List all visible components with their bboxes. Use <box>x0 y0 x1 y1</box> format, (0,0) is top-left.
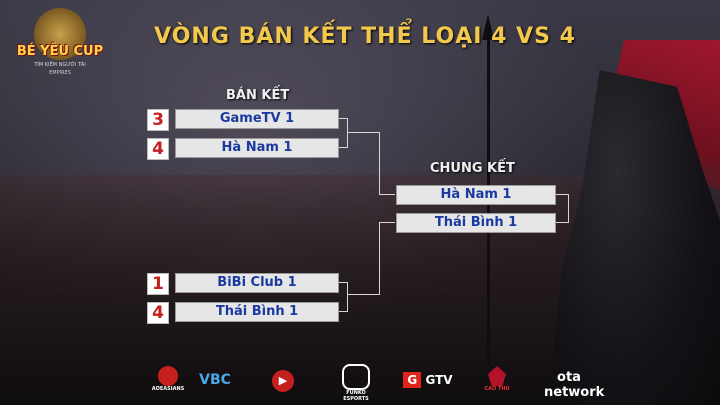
team-gametv-1[interactable]: GameTV 1 <box>175 109 339 129</box>
final-label: CHUNG KẾT <box>430 161 515 176</box>
bracket-line <box>556 222 568 223</box>
bracket-line <box>339 118 347 119</box>
final-team-thai-binh-1[interactable]: Thái Bình 1 <box>396 213 556 233</box>
logo-name: BÉ YÊU CUP <box>16 44 104 59</box>
sponsor-vbc-logo: VBC <box>199 372 231 388</box>
bracket-line <box>568 194 569 223</box>
cao-thu-icon <box>488 366 506 386</box>
final-team-ha-nam-1[interactable]: Hà Nam 1 <box>396 185 556 205</box>
sponsor-gtv-logo: G GTV <box>398 372 458 388</box>
bracket-line <box>347 282 348 312</box>
page-title: VÒNG BÁN KẾT THỂ LOẠI 4 VS 4 <box>154 24 576 49</box>
sponsor-cao-thu-logo: CAO THỦ <box>482 366 512 392</box>
semifinal-label: BÁN KẾT <box>226 88 290 103</box>
team-ha-nam-1[interactable]: Hà Nam 1 <box>175 138 339 158</box>
seed-badge: 4 <box>147 138 169 160</box>
gamepad-icon <box>342 364 370 390</box>
sponsor-aoeasians-logo: AOEASIANS <box>148 366 188 392</box>
gtv-g-icon: G <box>403 372 422 388</box>
logo-emblem: EMPIRES <box>49 70 71 76</box>
bracket-line <box>379 132 380 194</box>
bracket-line <box>379 222 395 223</box>
sponsor-name: CAO THỦ <box>484 386 510 392</box>
bracket-line <box>347 132 379 133</box>
team-bibi-club-1[interactable]: BiBi Club 1 <box>175 273 339 293</box>
sponsor-bar: AOEASIANS VBC ▶ FUNKO ESPORTS G GTV CAO … <box>0 360 720 405</box>
bracket-line <box>347 294 379 295</box>
spear-tip-icon <box>482 14 494 40</box>
sponsor-name: AOEASIANS <box>151 386 185 392</box>
seed-badge: 1 <box>147 273 169 295</box>
bracket-line <box>556 194 568 195</box>
seed-badge: 4 <box>147 302 169 324</box>
be-yeu-cup-logo: BÉ YÊU CUP TÌM KIẾM NGƯỜI TÀI EMPIRES <box>12 8 108 88</box>
seed-badge: 3 <box>147 109 169 131</box>
gtv-text: GTV <box>425 373 453 387</box>
bracket-line <box>347 118 348 148</box>
bracket-line <box>339 147 347 148</box>
bracket-line <box>339 282 347 283</box>
logo-tagline: TÌM KIẾM NGƯỜI TÀI <box>34 62 86 68</box>
sponsor-funko-logo: FUNKO ESPORTS <box>336 364 376 402</box>
play-icon: ▶ <box>272 370 294 392</box>
bracket-line <box>339 311 347 312</box>
logo-helmet-icon <box>34 8 86 60</box>
bracket-line <box>379 194 395 195</box>
sponsor-play-logo: ▶ <box>268 370 298 392</box>
bracket-line <box>379 222 380 295</box>
team-thai-binh-1[interactable]: Thái Bình 1 <box>175 302 339 322</box>
sponsor-ota-logo: ota network <box>544 370 605 400</box>
sponsor-name: FUNKO ESPORTS <box>343 390 369 402</box>
aoeasians-icon <box>158 366 178 386</box>
